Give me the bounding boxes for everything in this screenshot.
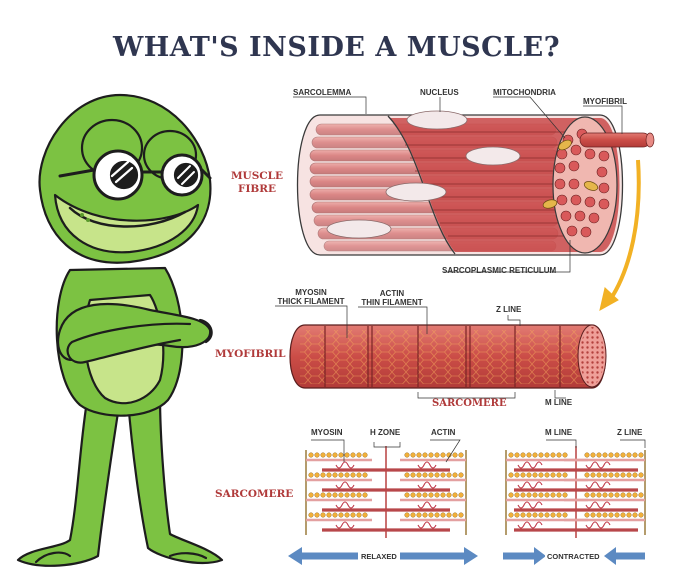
label-z-line-myofibril: Z LINE (496, 305, 522, 314)
section-label-myofibril: MYOFIBRIL (215, 348, 286, 360)
muscle-fibre-diagram (293, 96, 655, 273)
page-title: WHAT'S INSIDE A MUSCLE? (112, 32, 561, 63)
sarcomere-relaxed-diagram (288, 439, 478, 565)
label-myosin-sarcomere: MYOSIN (311, 428, 343, 437)
label-m-line-sarcomere: M LINE (545, 428, 573, 437)
label-nucleus: NUCLEUS (420, 88, 459, 97)
myofibril-diagram (275, 305, 607, 399)
actin-line-1: ACTIN (379, 289, 405, 298)
actin-line-2: THIN FILAMENT (361, 298, 423, 307)
myosin-line-2: THICK FILAMENT (277, 297, 345, 306)
label-z-line-sarcomere: Z LINE (617, 428, 643, 437)
label-m-line-myofibril: M LINE (545, 398, 573, 407)
zoom-arrow-icon (599, 159, 641, 311)
label-sarcolemma: SARCOLEMMA (293, 88, 352, 97)
label-mitochondria: MITOCHONDRIA (493, 88, 556, 97)
section-line-1: MUSCLE (230, 170, 284, 182)
section-line-2: FIBRE (238, 183, 276, 195)
label-h-zone: H ZONE (370, 428, 401, 437)
label-sarcoplasmic-reticulum: SARCOPLASMIC RETICULUM (442, 266, 557, 275)
label-relaxed: RELAXED (358, 552, 400, 561)
label-myofibril-fibre: MYOFIBRIL (583, 97, 627, 106)
section-label-sarcomere: SARCOMERE (215, 488, 294, 500)
section-label-muscle-fibre: MUSCLE FIBRE (225, 170, 289, 196)
label-actin-sarcomere: ACTIN (431, 428, 456, 437)
label-myosin-thick: MYOSIN THICK FILAMENT (275, 288, 347, 306)
label-sarcomere-myofibril: SARCOMERE (432, 398, 507, 409)
myosin-line-1: MYOSIN (295, 288, 327, 297)
label-contracted: CONTRACTED (545, 552, 602, 561)
frog-mascot (16, 93, 224, 567)
label-actin-thin: ACTIN THIN FILAMENT (357, 289, 427, 307)
sarcomere-contracted-diagram (503, 439, 646, 565)
